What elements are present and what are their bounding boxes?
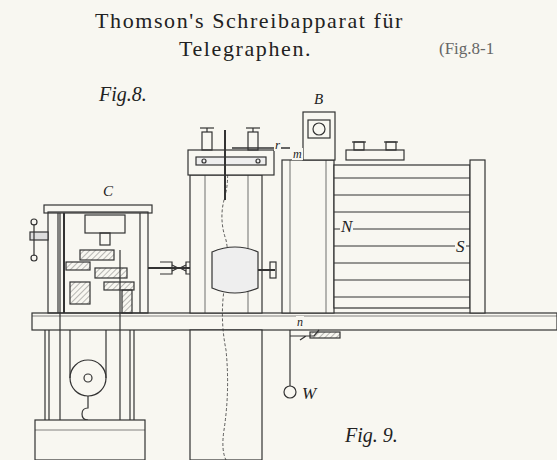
- coil-winding: [334, 195, 470, 196]
- coil-winding: [334, 280, 470, 281]
- figure-label: Fig. 9.: [344, 425, 399, 445]
- figure-label: Fig.8.: [98, 84, 148, 104]
- part-letter: r: [274, 138, 281, 151]
- part-letter: m: [292, 148, 303, 160]
- plate-title: Thomson's Schreibapparat für: [95, 10, 404, 32]
- part-letter: N: [340, 218, 353, 235]
- coil-winding: [334, 297, 470, 298]
- part-letter: B: [313, 92, 324, 107]
- plate-title: Telegraphen.: [178, 38, 313, 60]
- coil-winding: [334, 263, 470, 264]
- apparatus-drawing: [30, 112, 557, 460]
- part-letter: C: [102, 184, 114, 199]
- part-letter: n: [296, 316, 304, 328]
- coil-winding: [334, 178, 470, 179]
- figure-range: (Fig.8-1: [438, 40, 495, 57]
- coil-winding: [334, 229, 470, 230]
- coil-winding: [334, 212, 470, 213]
- part-letter: S: [455, 238, 466, 255]
- coil-winding: [334, 246, 470, 247]
- part-letter: W: [301, 385, 317, 402]
